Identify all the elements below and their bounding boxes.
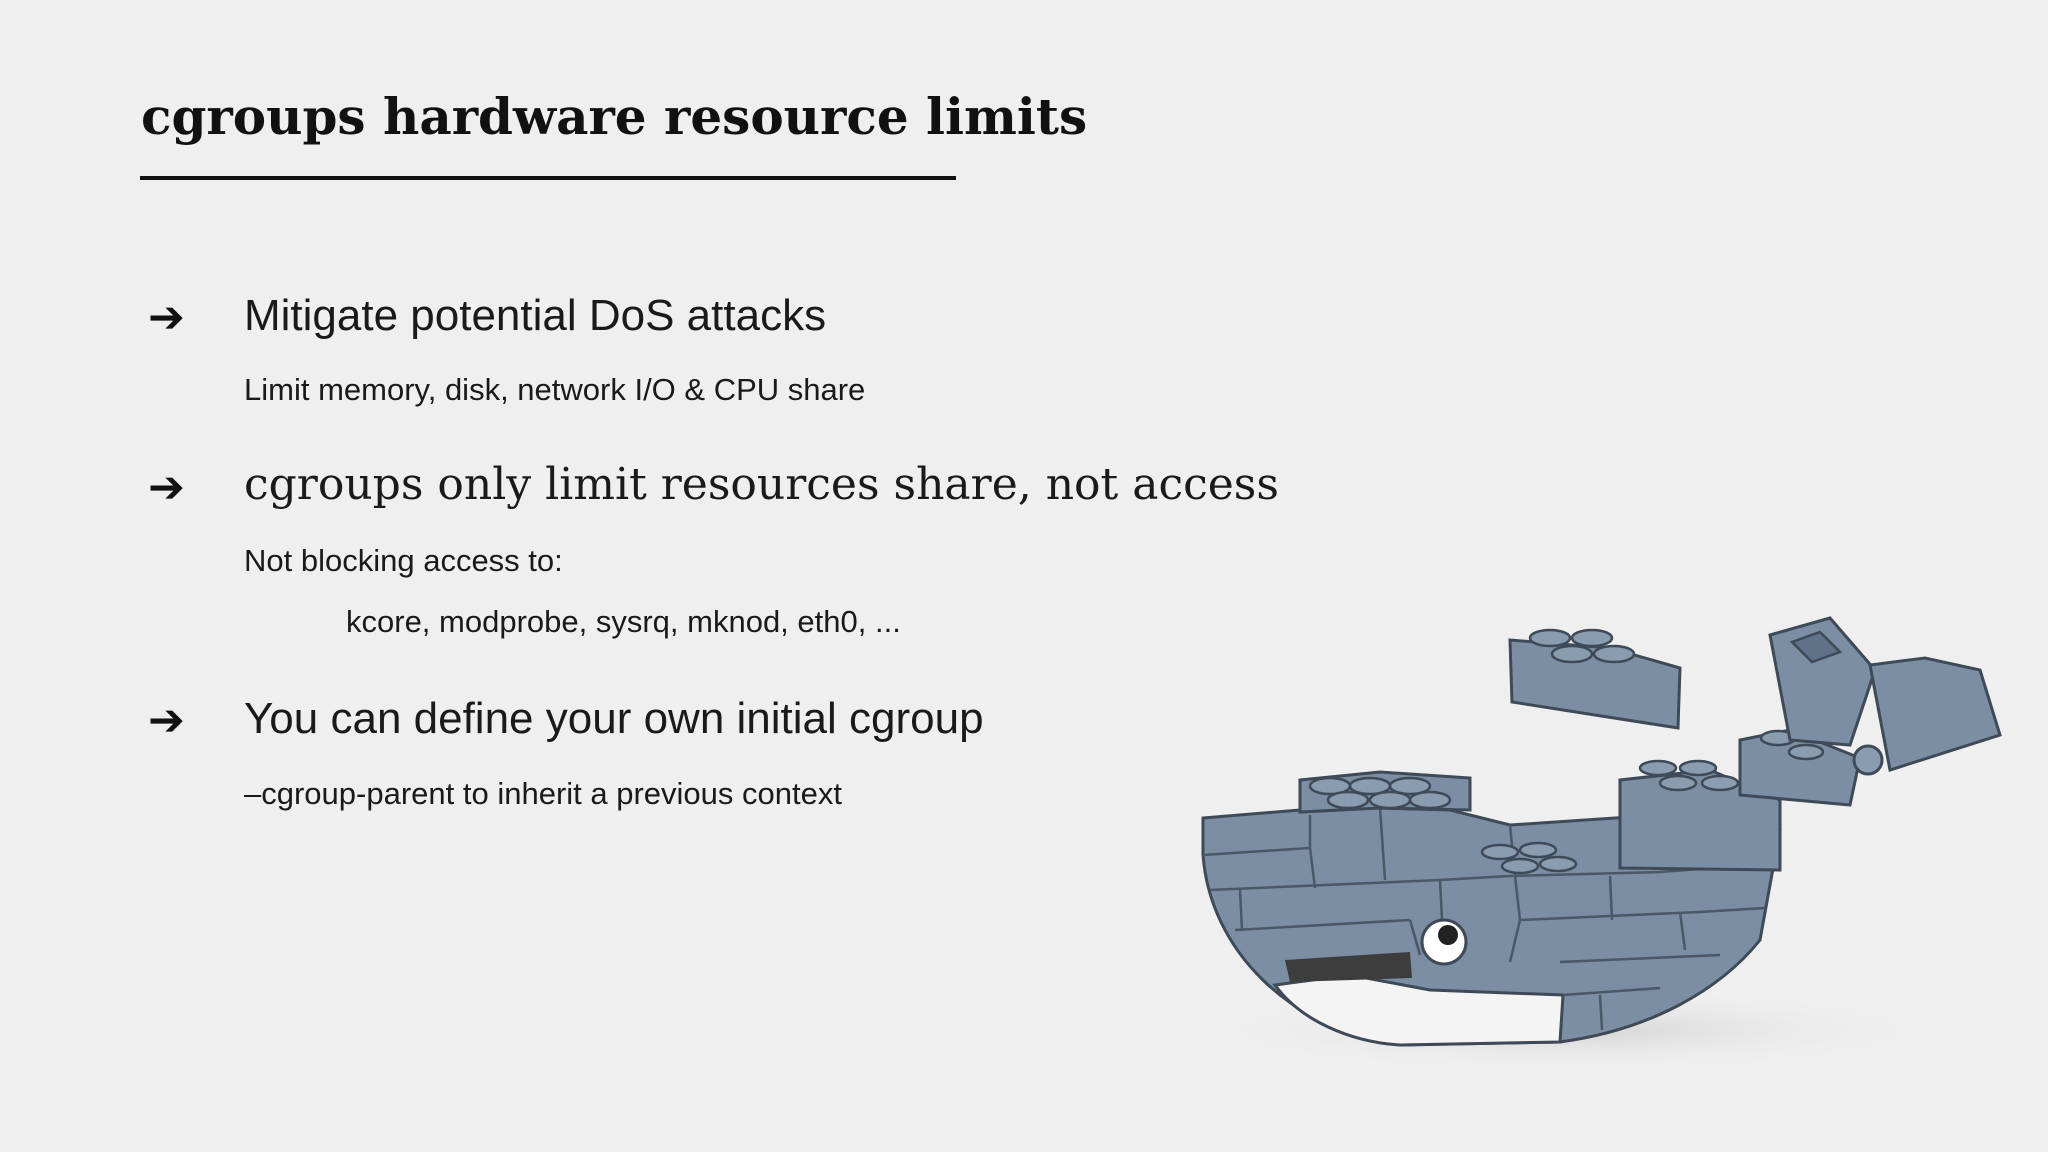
slide-title: cgroups hardware resource limits [141,87,1088,146]
whale-pupil [1438,925,1458,945]
tail-fin-left [1768,616,1877,747]
title-underline [140,176,956,180]
bullet-sub-not-blocking: Not blocking access to: [244,543,563,578]
bullet-heading-cgroup: You can define your own initial cgroup [244,694,984,743]
bullet-sub-parent: –cgroup-parent to inherit a previous con… [244,776,842,811]
bullet-sub-devices: kcore, modprobe, sysrq, mknod, eth0, ... [346,604,901,639]
arrow-right-icon: ➔ [148,696,185,745]
bullet-heading-share: cgroups only limit resources share, not … [244,459,1279,510]
whale-mouth [1285,952,1412,982]
bullet-sub-limit: Limit memory, disk, network I/O & CPU sh… [244,372,866,407]
tail-fin-right [1868,656,2002,772]
bullet-heading-dos: Mitigate potential DoS attacks [244,291,827,340]
lego-whale-illustration [1200,616,2002,1072]
arrow-right-icon: ➔ [148,463,185,512]
whale-belly [1272,973,1565,1047]
arrow-right-icon: ➔ [148,293,185,342]
